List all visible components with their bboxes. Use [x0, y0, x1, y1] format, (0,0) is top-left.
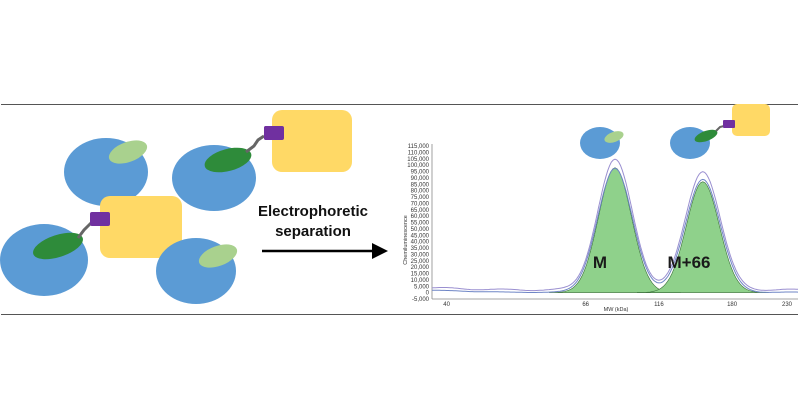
- protein-conjugated-top: [172, 110, 352, 211]
- raw-trace-blue: [432, 167, 799, 293]
- arrow-label-line1: Electrophoretic: [258, 203, 368, 220]
- y-tick-label: 95,000: [411, 170, 430, 176]
- y-tick-label: 55,000: [411, 221, 430, 227]
- purple-tag: [723, 120, 735, 128]
- dark-green-ligand: [33, 232, 83, 260]
- protein-unbound-top: [64, 138, 148, 206]
- x-tick-label: 66: [582, 302, 589, 308]
- y-tick-label: 90,000: [411, 176, 430, 182]
- peak-label-m: M: [593, 253, 607, 272]
- yellow-block: [732, 104, 770, 136]
- y-tick-label: 15,000: [411, 272, 430, 278]
- y-tick-label: 65,000: [411, 208, 430, 214]
- peak-m66-area: [637, 181, 769, 293]
- light-green-ligand: [604, 131, 624, 143]
- arrow-head: [372, 243, 388, 259]
- y-tick-label: 40,000: [411, 240, 430, 246]
- y-tick-label: 30,000: [411, 252, 430, 258]
- y-tick-label: 115,000: [408, 144, 430, 150]
- dark-green-ligand: [204, 147, 252, 173]
- peak-icon-unbound: [580, 127, 624, 159]
- light-green-ligand: [198, 244, 238, 268]
- purple-tag-front: [264, 126, 284, 140]
- y-tick-label: 25,000: [411, 259, 430, 265]
- separation-arrow: Electrophoretic separation: [258, 203, 388, 259]
- y-tick-label: 35,000: [411, 246, 430, 252]
- linker: [76, 220, 94, 239]
- y-tick-label: 85,000: [411, 182, 430, 188]
- y-tick-label: 75,000: [411, 195, 430, 201]
- x-axis-title: MW (kDa): [604, 307, 629, 313]
- raw-trace-purple: [431, 158, 798, 292]
- y-tick-label: -5,000: [412, 297, 430, 303]
- light-green-ligand: [108, 140, 148, 164]
- yellow-block: [272, 110, 352, 172]
- electropherogram: Chemiluminescence MW (kDa) 115,000110,00…: [403, 104, 799, 313]
- purple-tag: [90, 212, 110, 226]
- y-tick-label: 105,000: [407, 157, 429, 163]
- y-tick-label: 80,000: [411, 189, 430, 195]
- linker: [715, 125, 725, 132]
- y-tick-label: 45,000: [411, 233, 430, 239]
- peak-m-area: [549, 167, 681, 293]
- x-tick-label: 180: [727, 302, 738, 308]
- yellow-block: [100, 196, 182, 258]
- panel-frame: [1, 104, 798, 315]
- dark-green-ligand: [694, 129, 718, 143]
- protein-conjugated-bottom: [0, 196, 182, 296]
- x-tick-label: 230: [782, 302, 793, 308]
- y-tick-label: 60,000: [411, 214, 430, 220]
- y-tick-label: 100,000: [407, 163, 429, 169]
- arrow-label-line2: separation: [275, 223, 351, 240]
- y-tick-label: 5,000: [414, 284, 430, 290]
- y-tick-label: 50,000: [411, 227, 430, 233]
- x-tick-label: 116: [654, 302, 664, 308]
- y-axis-title: Chemiluminescence: [403, 215, 409, 265]
- protein-unbound-bottom: [156, 238, 238, 304]
- y-tick-label: 110,000: [408, 150, 430, 156]
- y-tick-label: 20,000: [411, 265, 430, 271]
- linker: [245, 134, 265, 154]
- x-tick-label: 40: [443, 302, 450, 308]
- y-tick-labels: 115,000110,000105,000100,00095,00090,000…: [407, 144, 429, 303]
- y-tick-label: 0: [426, 291, 430, 297]
- peak-icon-conjugated: [670, 104, 770, 159]
- peak-label-m66: M+66: [668, 253, 711, 272]
- x-tick-labels: 40 66 116 180 230: [443, 302, 792, 308]
- y-tick-label: 70,000: [411, 201, 430, 207]
- y-tick-label: 10,000: [411, 278, 430, 284]
